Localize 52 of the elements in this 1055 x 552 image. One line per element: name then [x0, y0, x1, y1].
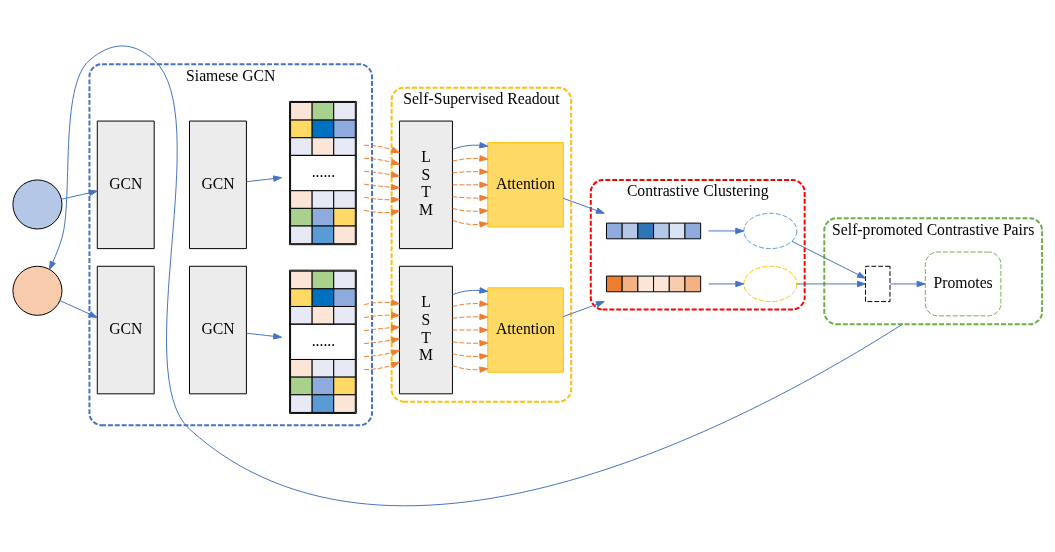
arrow — [708, 280, 745, 288]
node-box: Attention — [487, 142, 564, 228]
arrow — [363, 361, 400, 371]
arrow — [49, 45, 904, 506]
node-ellipse — [743, 212, 798, 250]
arrow — [452, 313, 489, 321]
arrow — [363, 196, 400, 203]
arrow — [452, 365, 489, 373]
node-box: GCN — [189, 120, 247, 250]
node-box: Promotes — [924, 251, 1002, 317]
arrow — [452, 168, 489, 175]
node-box — [865, 265, 891, 303]
arrow — [452, 300, 489, 307]
node-box: L S T M — [399, 265, 453, 395]
arrow — [889, 280, 926, 288]
arrow — [452, 142, 489, 150]
arrow — [363, 183, 400, 191]
arrow — [452, 181, 489, 189]
arrow — [363, 337, 400, 345]
arrow — [796, 280, 866, 288]
node-circle — [12, 265, 63, 316]
node-ellipse — [743, 265, 798, 303]
arrow — [246, 175, 282, 183]
node-box: GCN — [96, 120, 155, 250]
arrow — [363, 144, 400, 154]
arrow — [452, 208, 489, 215]
arrow — [791, 240, 866, 279]
arrow — [708, 227, 745, 235]
arrow — [363, 209, 400, 216]
arrow — [363, 349, 400, 358]
node-box: GCN — [189, 265, 247, 395]
node-box: GCN — [96, 265, 155, 395]
arrow — [452, 219, 489, 228]
arrow — [363, 311, 400, 319]
arrow — [246, 332, 282, 340]
arrow — [562, 301, 605, 318]
arrow — [452, 287, 489, 296]
arrow — [363, 157, 400, 166]
arrow — [363, 170, 400, 178]
arrow — [61, 189, 98, 200]
arrow — [452, 353, 489, 360]
arrow — [59, 300, 98, 318]
arrow — [363, 299, 400, 306]
arrow — [452, 155, 489, 162]
arrow — [452, 340, 489, 347]
arrow — [562, 197, 605, 214]
arrow — [452, 194, 489, 202]
node-box: Attention — [487, 287, 564, 373]
arrow — [363, 324, 400, 332]
node-box: L S T M — [399, 120, 453, 250]
node-circle — [12, 179, 63, 230]
arrow — [452, 326, 489, 334]
